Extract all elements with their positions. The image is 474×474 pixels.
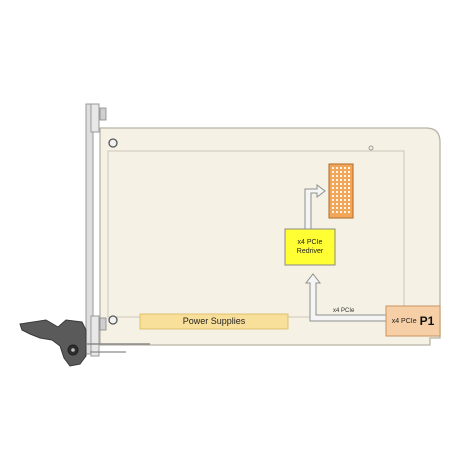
connector-pin [340,171,342,173]
connector-pin [340,195,342,197]
mounting-hole-bottom-left [108,315,118,325]
redriver-block [284,228,336,266]
connector-pin [332,211,334,213]
connector-pin [348,211,350,213]
connector-pins [332,167,350,213]
connector-pin [348,187,350,189]
front-panel-bracket-bottom [90,315,100,357]
p1-connector-block [385,305,441,337]
connector-pin [332,203,334,205]
connector-pin [336,175,338,177]
connector-pin [332,199,334,201]
connector-pin [336,191,338,193]
connector-pin [344,195,346,197]
connector-pin [348,199,350,201]
connector-pin [340,203,342,205]
connector-pin [336,195,338,197]
power-supplies-block [139,313,289,330]
connector-pin [340,191,342,193]
arrow-p1-to-redriver [304,273,387,322]
connector-pin [344,179,346,181]
connector-pin [336,171,338,173]
connector-pin [344,207,346,209]
connector-pin [340,187,342,189]
connector-pin [336,167,338,169]
connector-pin [336,179,338,181]
connector-pin [344,175,346,177]
redriver-label-line2: Redriver [296,248,324,255]
ejector-handle [19,319,87,367]
connector-pin [344,187,346,189]
redriver-label-line1: x4 PCIe [297,239,323,246]
power-supplies-label: Power Supplies [182,316,246,326]
connector-pin [348,175,350,177]
connector-pin [332,183,334,185]
ejector-pivot-center [71,348,75,352]
connector-pin [344,199,346,201]
connector-pin [344,183,346,185]
connector-pin [336,183,338,185]
connector-pin [332,207,334,209]
connector-pin [348,207,350,209]
connector-pin [340,175,342,177]
connector-pin [332,191,334,193]
connector-pin [340,211,342,213]
connector-pin [348,191,350,193]
pcie-link-label: x4 PCIe [333,308,355,314]
connector-pin [348,195,350,197]
connector-pin [336,187,338,189]
connector-pin [340,183,342,185]
connector-pin [340,207,342,209]
mounting-hole-top-left [108,138,118,148]
connector-pin [348,179,350,181]
connector-pin [344,203,346,205]
connector-pin [336,199,338,201]
bracket-screw-top [99,107,107,121]
connector-pin [344,211,346,213]
connector-pin [336,207,338,209]
p1-connector-id: P1 [419,314,435,328]
connector-pin [348,167,350,169]
connector-pin [336,211,338,213]
connector-pin [348,171,350,173]
connector-pin [344,191,346,193]
p1-connector-label: x4 PCIe P1 [386,306,440,336]
board-outline [99,127,441,346]
p1-connector-prefix: x4 PCIe [391,317,417,325]
connector-pin [332,175,334,177]
connector-pin [332,187,334,189]
connector-pin [340,179,342,181]
bracket-screw-bottom [99,317,107,331]
connector-pin [332,195,334,197]
front-panel-bracket [85,103,94,355]
connector-pin [344,171,346,173]
connector-pin [348,183,350,185]
mounting-hole-top-right [368,145,374,151]
front-panel-bracket-top [90,103,100,133]
connector-pin [332,167,334,169]
arrow-redriver-to-connector [304,184,326,230]
connector-pin [336,203,338,205]
connector-pin [332,171,334,173]
connector-pin [348,203,350,205]
connector-pin [344,167,346,169]
connector-pin [340,167,342,169]
connector-pin [332,179,334,181]
connector-pin [340,199,342,201]
